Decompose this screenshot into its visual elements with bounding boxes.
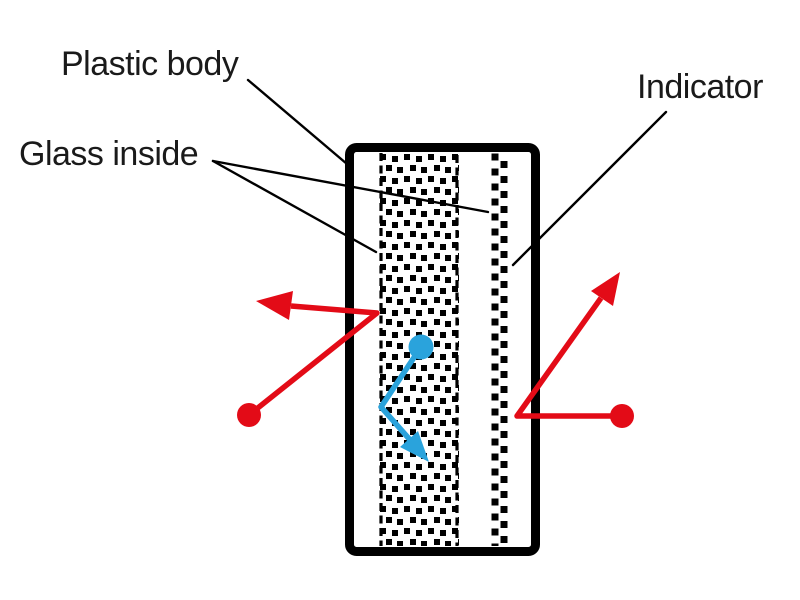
red-dot-left — [237, 403, 261, 427]
blue-arrow — [378, 334, 434, 462]
red-arrow-right — [514, 272, 634, 428]
leader-line-plastic-body — [246, 78, 349, 166]
red-arrow-right-shaft — [514, 296, 622, 419]
red-arrow-left — [237, 291, 380, 427]
blue-arrow-shaft — [378, 345, 424, 443]
leader-line-glass-inside-upper — [211, 159, 490, 214]
red-arrow-right-head-icon — [591, 272, 620, 306]
indicator-tube — [491, 153, 508, 546]
leader-line-indicator — [511, 110, 668, 267]
leader-line-glass-inside-lower — [211, 159, 378, 254]
blue-dot — [408, 334, 434, 360]
red-dot-right — [610, 404, 634, 428]
label-glass-inside: Glass inside — [19, 135, 199, 173]
red-arrow-left-head-icon — [256, 291, 293, 320]
label-indicator: Indicator — [637, 68, 763, 106]
blue-arrow-head-icon — [400, 431, 429, 462]
label-plastic-body: Plastic body — [61, 45, 239, 83]
red-arrow-left-shaft — [247, 303, 380, 418]
